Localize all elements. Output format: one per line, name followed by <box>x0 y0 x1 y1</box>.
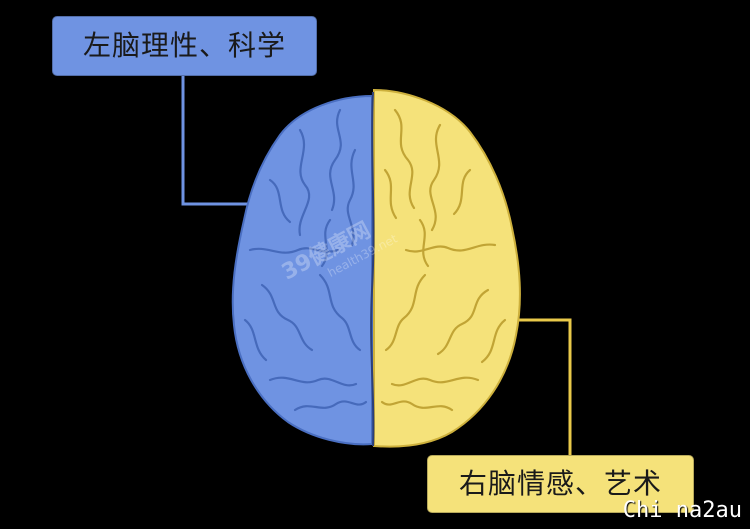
left-connector-line <box>181 76 258 206</box>
longitudinal-fissure <box>370 91 375 447</box>
left-hemisphere <box>231 94 373 446</box>
left-gyri <box>243 108 368 412</box>
right-hemisphere <box>373 88 521 448</box>
right-gyri <box>380 108 507 412</box>
left-brain-label: 左脑理性、科学 <box>52 16 317 76</box>
right-connector-line <box>500 318 572 455</box>
corner-watermark: Chi na2au <box>622 498 742 523</box>
right-brain-label: 右脑情感、艺术 <box>427 455 694 513</box>
